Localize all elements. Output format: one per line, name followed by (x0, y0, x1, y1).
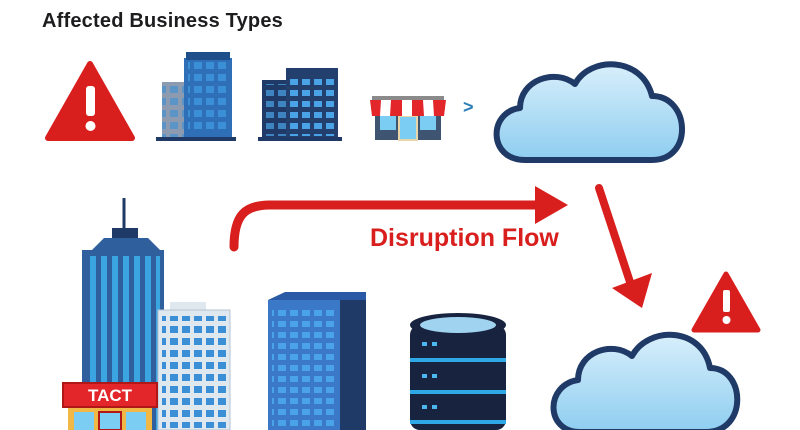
disruption-flow-label: Disruption Flow (370, 224, 559, 252)
office-building-icon (156, 52, 236, 141)
tact-store-icon: TACT (62, 382, 158, 430)
warning-icon (45, 61, 135, 141)
disruption-flow-arrow (229, 186, 568, 252)
separator-glyph: > (463, 97, 474, 117)
cloud-icon-bottom (550, 331, 741, 430)
blue-office-building-icon (268, 292, 366, 430)
storefront-icon (370, 96, 446, 141)
corporate-building-icon (258, 68, 342, 141)
page-title: Affected Business Types (42, 10, 283, 32)
apartment-building-icon (157, 302, 231, 430)
database-server-icon (410, 313, 506, 430)
downward-arrow (595, 184, 652, 308)
warning-icon-small (691, 271, 761, 333)
cloud-icon-top (493, 61, 685, 163)
store-sign-label: TACT (88, 386, 133, 405)
